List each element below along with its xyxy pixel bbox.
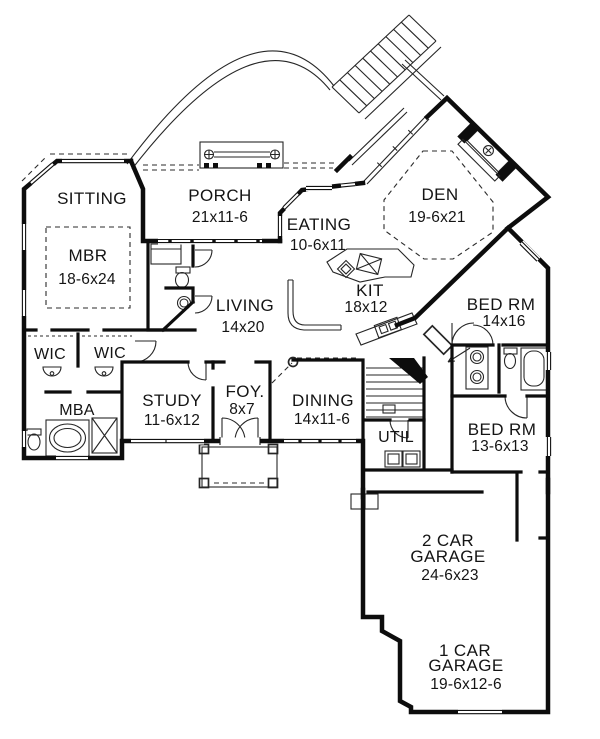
dining-opening [271, 356, 358, 384]
room-label-garage2-line1: 2 CAR [422, 531, 474, 550]
entry-stoop [198, 443, 279, 489]
porch-roof-arc [21, 50, 337, 182]
room-label-garage1-line1: 1 CAR [439, 641, 491, 660]
room-dims-porch: 21x11-6 [192, 209, 248, 226]
kitchen-island-icon [326, 248, 415, 283]
room-label-dining: DINING [292, 391, 354, 410]
room-dims-mbr: 18-6x24 [58, 271, 116, 288]
room-dims-study: 11-6x12 [144, 412, 200, 429]
dresser-icon-right [94, 366, 114, 377]
windows [20, 157, 553, 716]
washer-dryer-icon [350, 450, 421, 510]
room-label-utility: UTIL [378, 429, 414, 446]
dresser-icon-left [42, 366, 62, 377]
room-dims-bedroom-lower: 13-6x13 [471, 438, 528, 455]
toilet-icon-mba [26, 428, 42, 451]
room-label-wic-left: WIC [34, 346, 66, 363]
room-dims-bedroom-right: 14x16 [482, 313, 525, 330]
room-dims-garage2: 24-6x23 [421, 567, 478, 584]
room-label-garage2-line2: GARAGE [410, 547, 485, 566]
room-dims-kitchen: 18x12 [344, 299, 387, 316]
room-label-wic-right: WIC [94, 345, 126, 362]
room-label-study: STUDY [142, 391, 202, 410]
room-label-garage1-line2: GARAGE [428, 656, 503, 675]
kitchen-counter-left [287, 279, 342, 331]
room-label-den: DEN [421, 185, 458, 204]
den-ceiling-dashed [383, 150, 494, 260]
bathtub-icon [45, 419, 90, 457]
fireplace-icon [457, 120, 519, 182]
room-dims-garage1: 19-6x12-6 [430, 676, 502, 693]
hall-bath-fixtures [150, 243, 192, 311]
room-labels: SITTING MBR 18-6x24 PORCH 21x11-6 EATING… [34, 185, 536, 693]
room-label-bedroom-lower: BED RM [468, 420, 537, 439]
stairs-icon [366, 358, 428, 422]
kitchen-counter-range [355, 312, 418, 346]
deck-stairs-icon [331, 14, 445, 174]
room-label-porch: PORCH [188, 186, 251, 205]
room-dims-den: 19-6x21 [408, 209, 465, 226]
room-label-bedroom-right: BED RM [467, 295, 536, 314]
room-dims-eating: 10-6x11 [290, 237, 346, 254]
room-label-kitchen: KIT [356, 281, 384, 300]
right-bath-fixtures [465, 346, 548, 391]
porch-steps [199, 141, 284, 169]
room-label-master-bath: MBA [59, 402, 95, 419]
den-window-wall [363, 115, 430, 185]
room-label-foyer: FOY. [225, 382, 264, 401]
room-label-living: LIVING [216, 296, 274, 315]
room-label-sitting: SITTING [57, 189, 127, 208]
room-label-mbr: MBR [69, 246, 108, 265]
room-dims-living: 14x20 [221, 319, 264, 336]
interior-walls [22, 241, 550, 542]
room-dims-foyer: 8x7 [229, 401, 255, 418]
room-dims-dining: 14x11-6 [294, 411, 350, 428]
room-label-eating: EATING [287, 215, 351, 234]
shower-icon [91, 417, 118, 454]
mbr-ceiling-dashed [45, 226, 131, 309]
